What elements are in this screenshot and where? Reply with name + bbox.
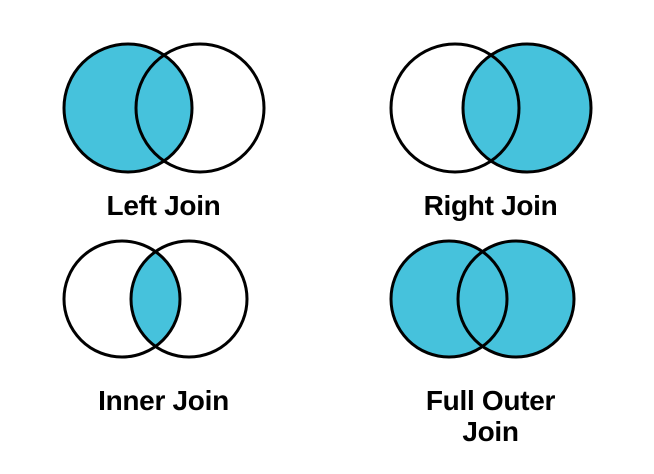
venn-diagram-right-join [389, 42, 592, 174]
venn-diagram-full-outer-join [389, 239, 575, 359]
right-circle-fill [462, 44, 591, 172]
diagram-card-left-join: Left Join [0, 0, 327, 228]
join-label-full-outer-join: Full Outer Join [425, 385, 556, 448]
right-circle-outline [129, 239, 248, 359]
join-label-inner-join: Inner Join [98, 385, 229, 416]
diagram-card-inner-join: Inner Join [0, 228, 327, 474]
diagram-card-full-outer-join: Full Outer Join [327, 228, 654, 474]
venn-diagram-left-join [62, 42, 265, 174]
join-label-right-join: Right Join [423, 190, 558, 221]
right-circle-outline [461, 42, 592, 174]
left-circle-outline [62, 239, 181, 359]
venn-diagram-inner-join [62, 239, 248, 359]
right-circle-outline [456, 239, 575, 359]
join-label-left-join: Left Join [106, 190, 221, 221]
left-circle-outline [389, 239, 508, 359]
diagram-card-right-join: Right Join [327, 0, 654, 228]
left-circle-outline [62, 42, 193, 174]
left-circle-fill [63, 44, 192, 172]
right-circle-fill [457, 241, 574, 357]
right-circle-outline [134, 42, 265, 174]
overlap-fill [130, 241, 180, 357]
left-circle-outline [389, 42, 520, 174]
